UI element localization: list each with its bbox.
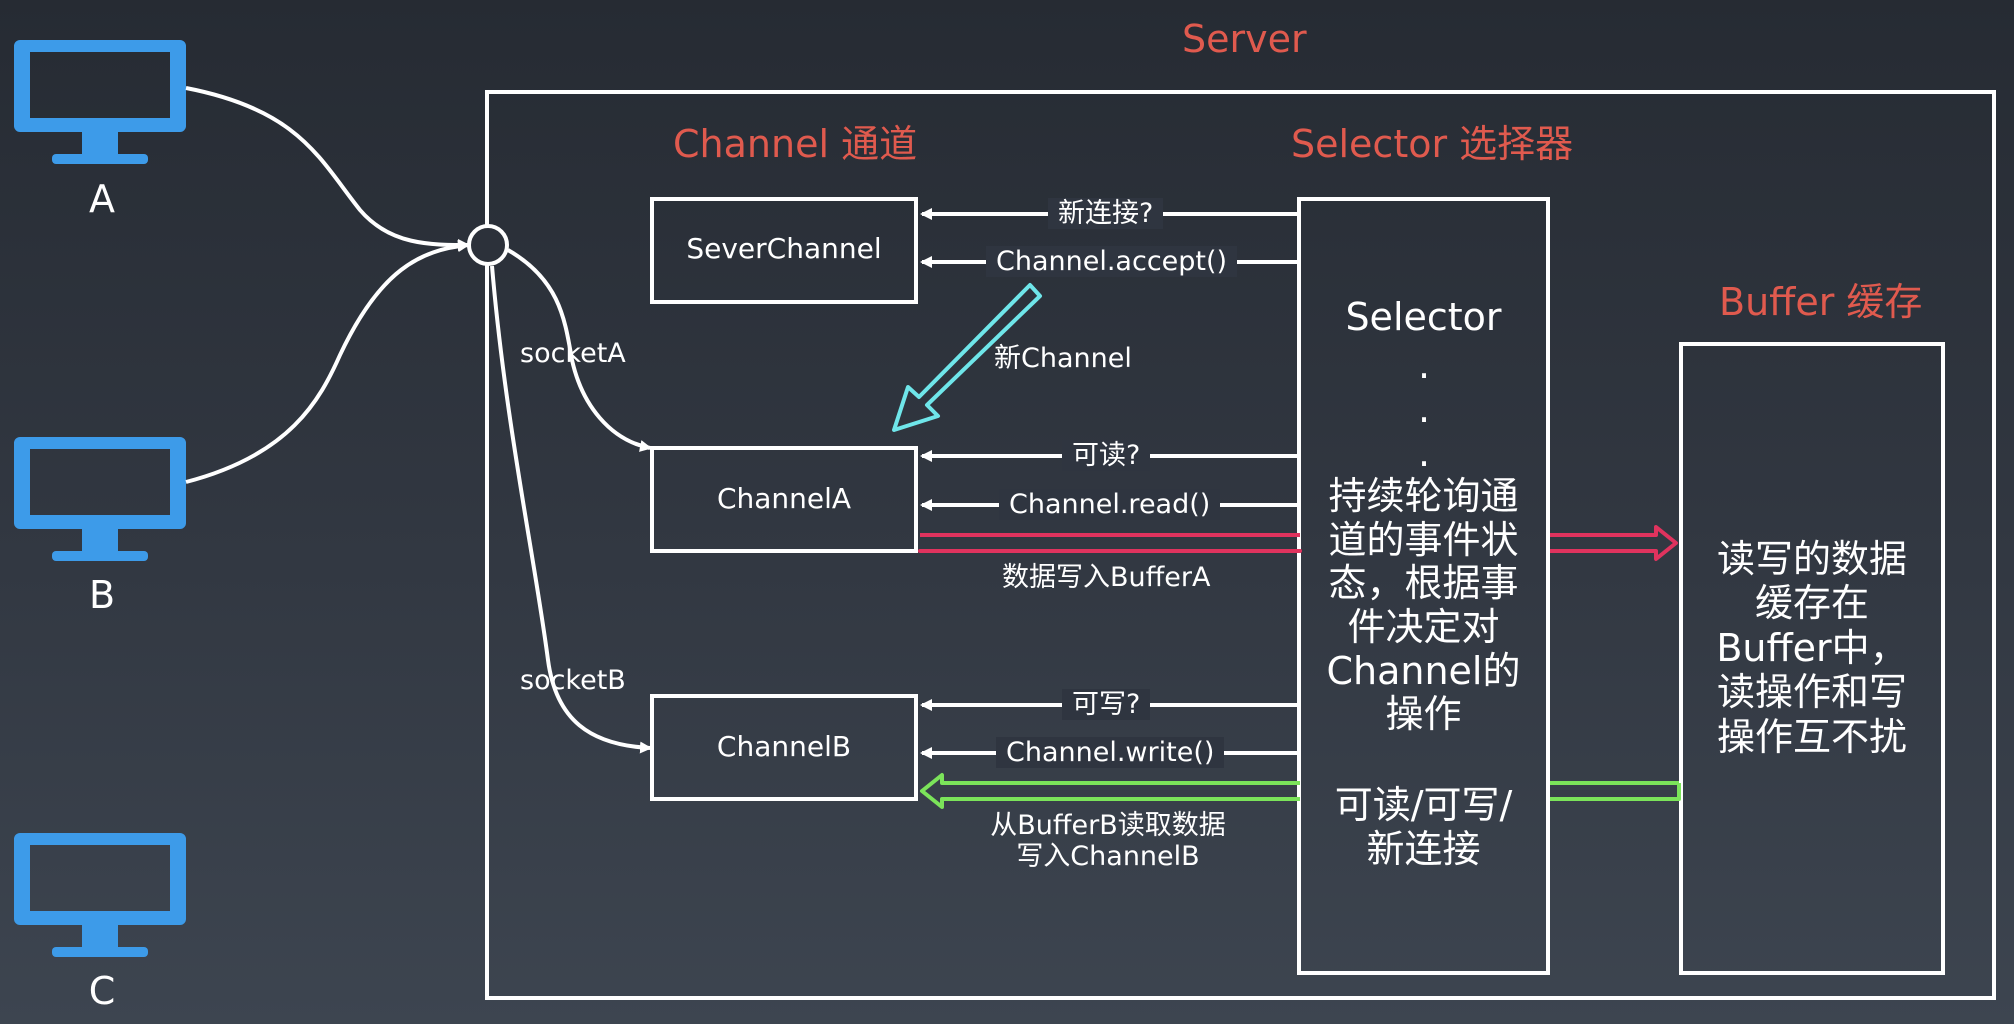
selector-description-line-2: 道的事件状	[1328, 517, 1519, 562]
client-b-connection	[185, 240, 470, 484]
monitor-b-icon	[14, 437, 186, 561]
write-label: Channel.write()	[996, 737, 1225, 769]
selector-description: 持续轮询通 道的事件状 态，根据事 件决定对 Channel的 操作	[1299, 474, 1548, 737]
selector-events-line-1: 可读/可写/	[1334, 783, 1513, 827]
selector-dot-2: .	[1417, 387, 1431, 431]
selector-box	[1297, 197, 1550, 975]
buffer-description: 读写的数据 缓存在 Buffer中， 读操作和写 操作互不扰	[1681, 537, 1943, 759]
socket-a-label: socketA	[520, 338, 626, 369]
new-connection-label: 新连接?	[1048, 198, 1164, 230]
accept-label: Channel.accept()	[986, 246, 1238, 278]
channel-a-box	[650, 446, 918, 553]
buffer-description-line-4: 读操作和写	[1716, 670, 1907, 715]
channel-b-label: ChannelB	[716, 730, 852, 763]
writable-label: 可写?	[1062, 689, 1151, 721]
buffer-description-line-1: 读写的数据	[1716, 537, 1907, 581]
read-from-buffer-line-2: 写入ChannelB	[1016, 841, 1200, 873]
selector-box-title: Selector	[1345, 295, 1502, 339]
client-a-connection	[185, 86, 470, 251]
channel-section-title: Channel 通道	[673, 122, 918, 166]
write-to-buffer-label: 数据写入BufferA	[1002, 562, 1211, 593]
read-from-buffer-label: 从BufferB读取数据 写入ChannelB	[968, 810, 1248, 872]
readable-label: 可读?	[1062, 440, 1151, 472]
buffer-section-title: Buffer 缓存	[1719, 280, 1923, 324]
selector-dot-1: .	[1417, 343, 1431, 387]
server-frame	[485, 90, 1996, 1000]
read-label: Channel.read()	[999, 489, 1221, 521]
socket-b-connection	[490, 265, 652, 754]
selector-description-line-4: 件决定对	[1347, 605, 1500, 650]
new-channel-arrow	[892, 283, 1042, 432]
selector-description-line-1: 持续轮询通	[1328, 474, 1519, 518]
buffer-description-line-2: 缓存在	[1754, 581, 1869, 626]
monitor-c-icon	[14, 833, 186, 957]
server-channel-box	[650, 197, 918, 304]
selector-dot-3: .	[1417, 431, 1431, 475]
socket-b-label: socketB	[520, 665, 626, 696]
selector-section-title: Selector 选择器	[1291, 122, 1574, 166]
read-from-buffer-arrow	[920, 773, 1681, 809]
buffer-box	[1679, 342, 1945, 975]
new-channel-label: 新Channel	[994, 343, 1132, 374]
selector-description-line-6: 操作	[1385, 692, 1462, 737]
channel-a-label: ChannelA	[716, 482, 852, 515]
server-port	[467, 224, 509, 266]
channel-b-box	[650, 694, 918, 801]
selector-events: 可读/可写/ 新连接	[1299, 783, 1548, 871]
server-title: Server	[1182, 17, 1307, 61]
selector-description-line-5: Channel的	[1326, 648, 1521, 693]
buffer-description-line-3: Buffer中，	[1716, 625, 1908, 670]
monitor-a-icon	[14, 40, 186, 164]
client-c-label: C	[88, 969, 116, 1013]
read-from-buffer-line-1: 从BufferB读取数据	[990, 810, 1226, 841]
server-channel-label: SeverChannel	[686, 232, 882, 265]
client-a-label: A	[89, 177, 115, 221]
socket-a-connection	[506, 248, 652, 452]
selector-events-line-2: 新连接	[1366, 826, 1481, 871]
buffer-description-line-5: 操作互不扰	[1716, 714, 1907, 759]
client-b-label: B	[88, 573, 116, 617]
write-to-buffer-arrow	[918, 525, 1678, 561]
selector-description-line-3: 态，根据事	[1328, 561, 1519, 606]
